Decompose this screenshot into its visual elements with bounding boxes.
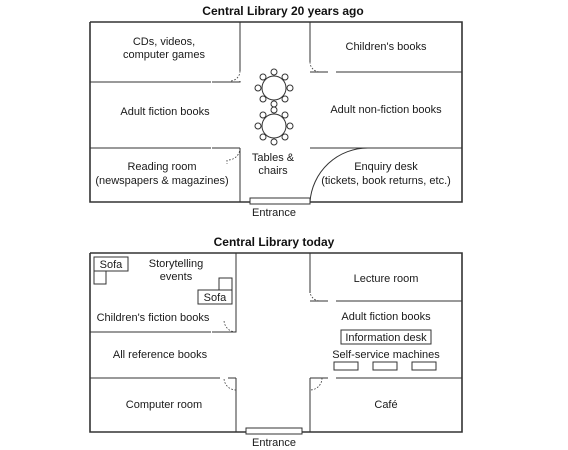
- sofa-left: [93, 256, 129, 272]
- door-lecture: [309, 290, 321, 302]
- entrance-label-today: Entrance: [252, 437, 296, 449]
- self-service-machine-2: [372, 361, 398, 371]
- label-tables-2: chairs: [258, 165, 288, 177]
- sofa-right-arm: [218, 277, 233, 290]
- self-service-machine-1: [333, 361, 359, 371]
- label-storytelling-1: Storytelling: [149, 258, 203, 270]
- door-storytelling: [223, 319, 237, 333]
- tables-and-chairs: [254, 68, 294, 146]
- label-enquiry-1: Enquiry desk: [354, 161, 418, 173]
- label-cafe: Café: [374, 399, 397, 411]
- entrance-label-past: Entrance: [252, 207, 296, 219]
- label-sofa-2: Sofa: [204, 292, 228, 304]
- plan-today: Central Library today Entrance Sofa Sofa…: [89, 235, 463, 449]
- room-wall-cds: [90, 22, 241, 83]
- label-childrens-books: Children's books: [346, 41, 427, 53]
- information-desk: [340, 329, 432, 345]
- table-2: [261, 113, 287, 139]
- entrance-door-past: [249, 197, 311, 205]
- sofa-right: [197, 289, 233, 305]
- entrance-door-today: [245, 427, 303, 435]
- plan-title-past: Central Library 20 years ago: [202, 4, 363, 18]
- label-storytelling-2: events: [160, 271, 193, 283]
- label-computer-room: Computer room: [126, 399, 202, 411]
- outer-wall-today: [89, 252, 463, 433]
- door-cafe: [309, 377, 323, 391]
- enquiry-desk-counter: [309, 147, 369, 203]
- room-wall-computer: [90, 377, 237, 432]
- label-information-desk: Information desk: [345, 332, 427, 344]
- door-cds: [229, 70, 241, 82]
- label-enquiry-2: (tickets, book returns, etc.): [321, 175, 451, 187]
- label-tables-1: Tables &: [252, 152, 295, 164]
- label-cds-2: computer games: [123, 49, 205, 61]
- label-adult-nonfiction: Adult non-fiction books: [330, 104, 442, 116]
- label-lecture-room: Lecture room: [354, 273, 419, 285]
- label-adult-fiction-past: Adult fiction books: [120, 106, 210, 118]
- room-wall-lecture: [309, 253, 462, 302]
- room-wall-reading: [90, 147, 241, 202]
- label-reading-room-2: (newspapers & magazines): [95, 175, 228, 187]
- table-1: [261, 75, 287, 101]
- label-self-service: Self-service machines: [332, 349, 440, 361]
- label-cds-1: CDs, videos,: [133, 36, 195, 48]
- label-reading-room-1: Reading room: [127, 161, 196, 173]
- door-childrens: [309, 61, 321, 73]
- label-childrens-fiction: Children's fiction books: [97, 312, 210, 324]
- self-service-machine-3: [411, 361, 437, 371]
- door-reading: [226, 147, 241, 164]
- sofa-left-arm: [93, 271, 107, 285]
- label-adult-fiction-today: Adult fiction books: [341, 311, 431, 323]
- room-wall-childrens: [309, 22, 462, 73]
- label-sofa-1: Sofa: [100, 259, 124, 271]
- plan-20-years-ago: Central Library 20 years ago Entrance: [89, 4, 463, 219]
- room-wall-cafe: [309, 377, 462, 432]
- label-reference-books: All reference books: [113, 349, 208, 361]
- plan-title-today: Central Library today: [214, 235, 335, 249]
- door-computer: [223, 377, 237, 391]
